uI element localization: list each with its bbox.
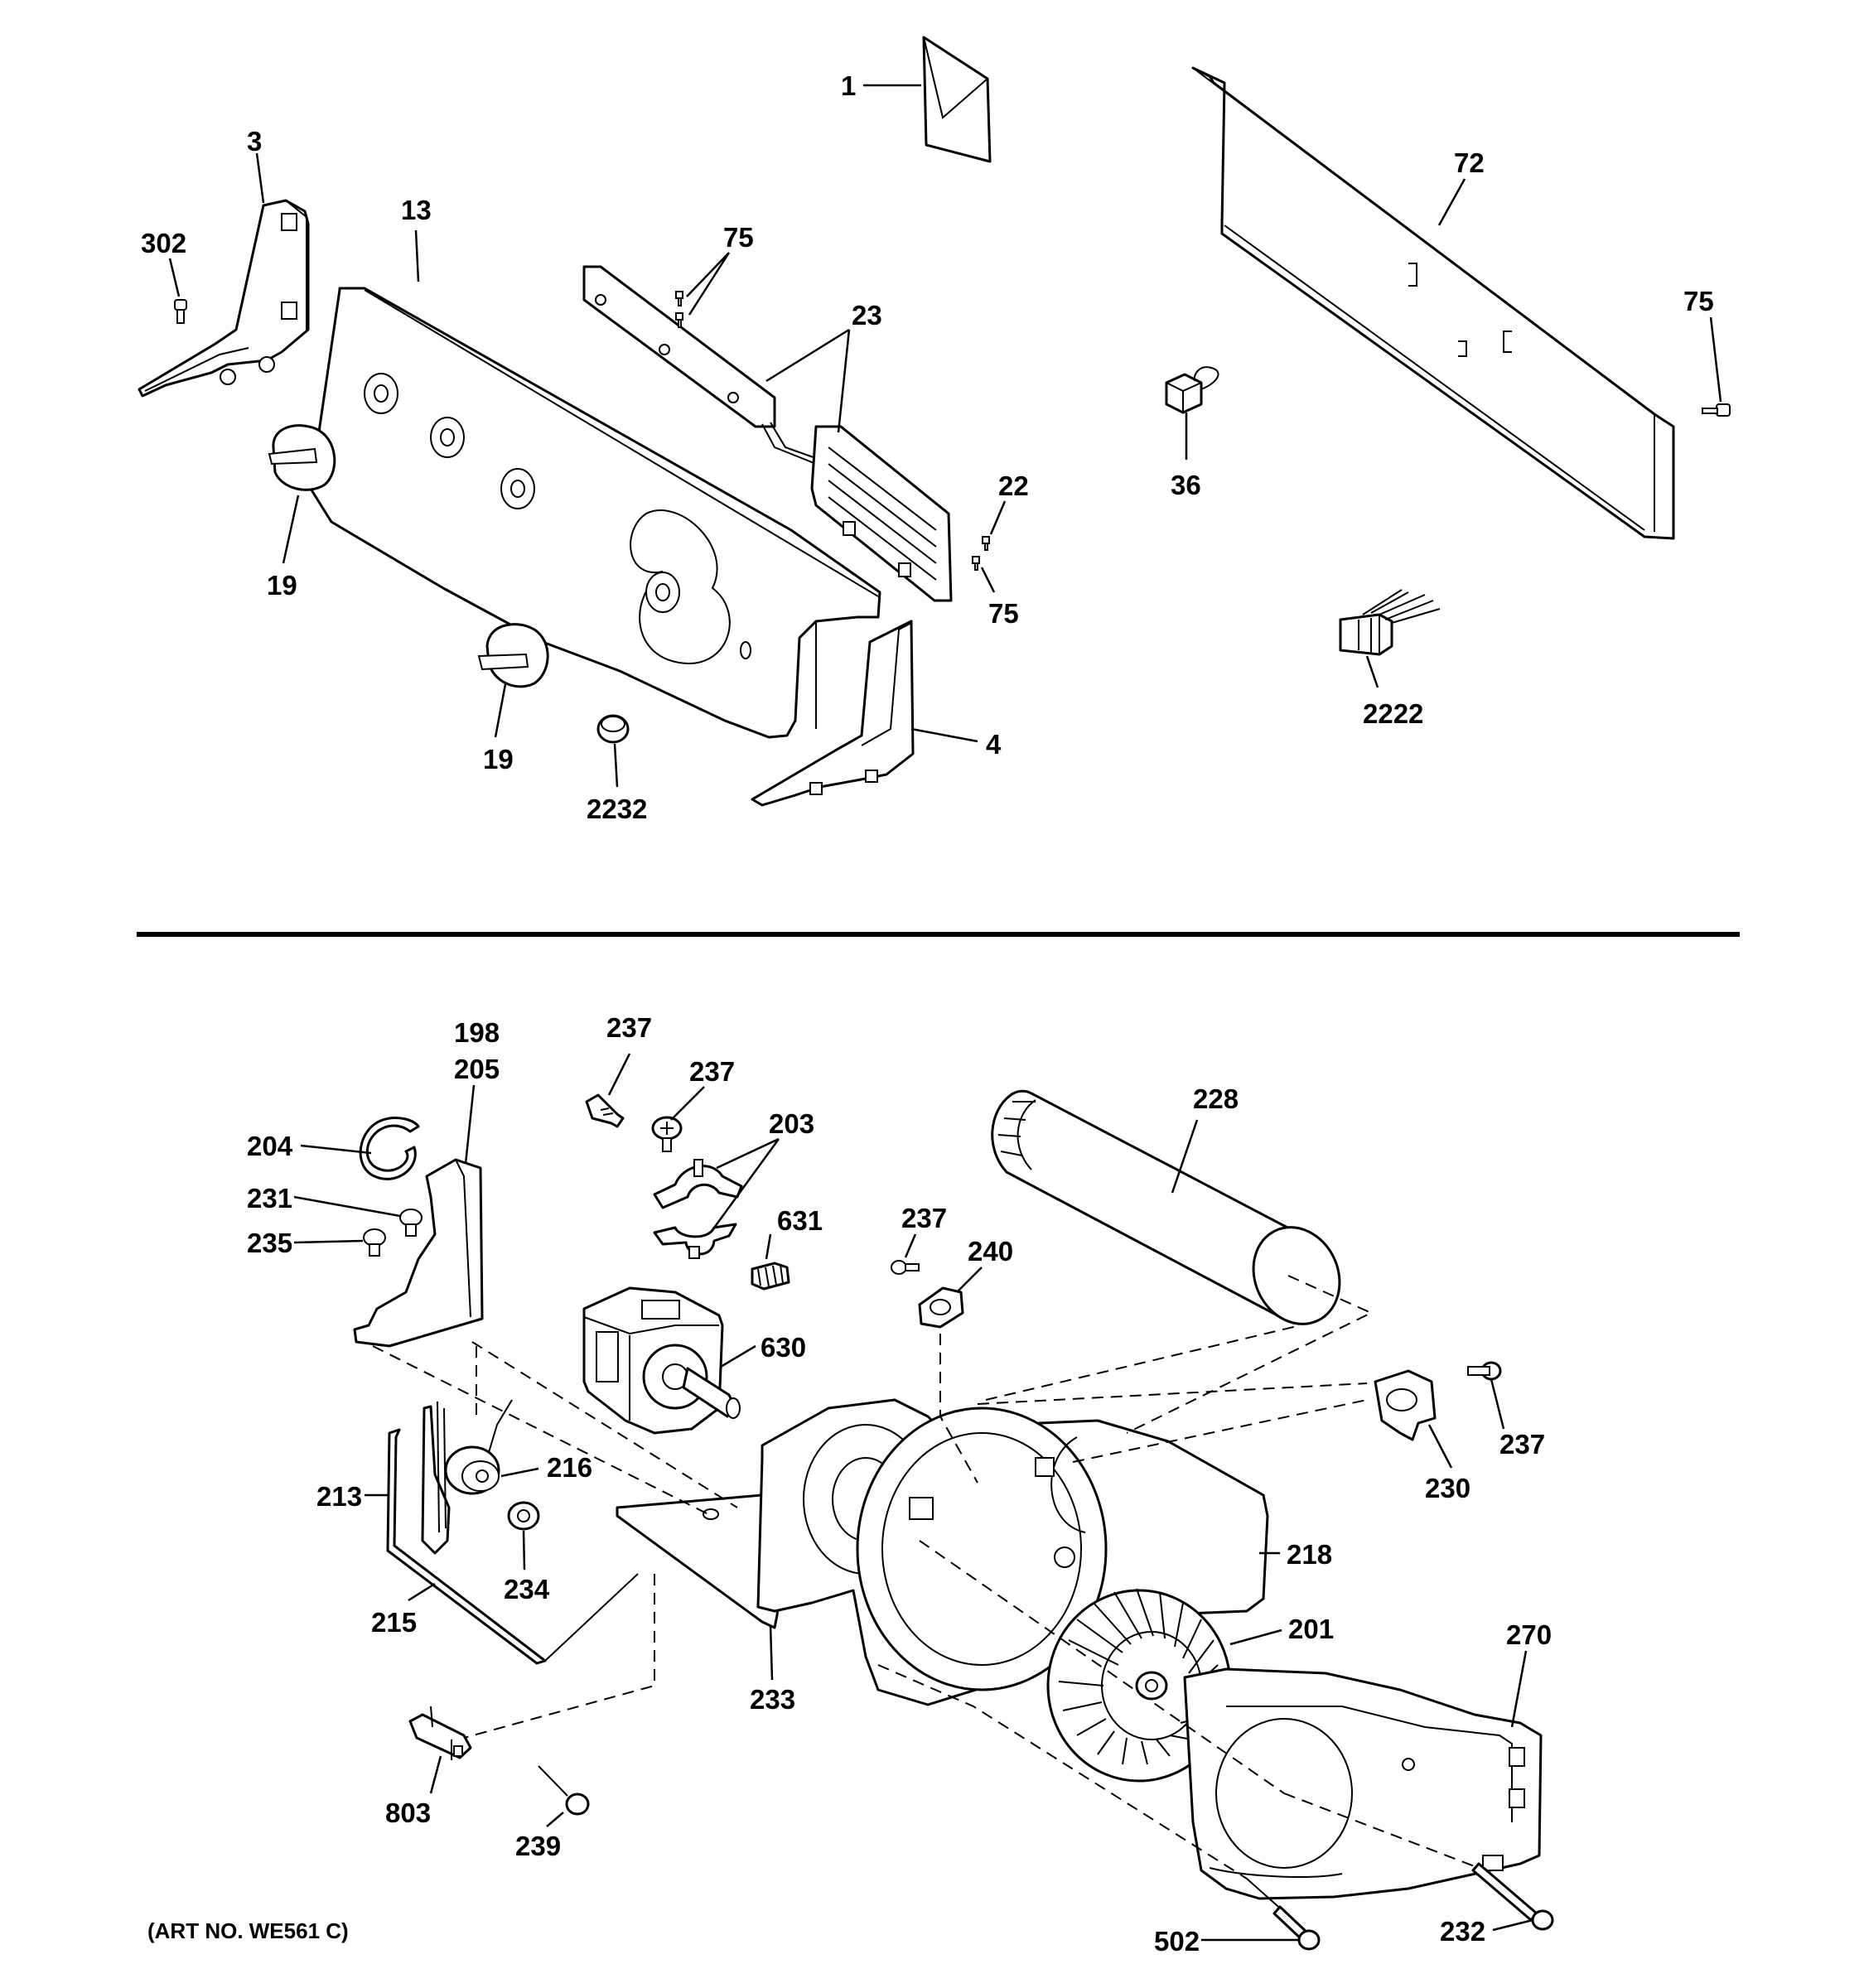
part-1-envelope bbox=[922, 36, 992, 163]
assembly-dashed-lines bbox=[372, 1275, 1480, 1879]
label-235: 235 bbox=[247, 1228, 292, 1258]
part-22-screw bbox=[982, 536, 990, 551]
part-3-left-endcap bbox=[138, 199, 310, 398]
label-19-upper: 19 bbox=[267, 570, 297, 601]
part-502-screw bbox=[1246, 1878, 1321, 1951]
label-13: 13 bbox=[401, 195, 432, 225]
part-13-control-panel bbox=[309, 287, 881, 739]
label-218: 218 bbox=[1287, 1539, 1332, 1570]
label-216: 216 bbox=[547, 1452, 592, 1483]
label-230: 230 bbox=[1425, 1473, 1470, 1503]
lower-callout-labels: 198 205 204 231 235 237 237 203 631 630 … bbox=[247, 1012, 1552, 1957]
part-75-screws-board bbox=[675, 291, 683, 328]
label-215: 215 bbox=[371, 1607, 417, 1638]
upper-leaders bbox=[168, 84, 1722, 788]
label-2222: 2222 bbox=[1363, 698, 1423, 729]
part-4-right-endcap bbox=[751, 620, 915, 807]
label-213: 213 bbox=[316, 1481, 362, 1512]
part-237-screw-a bbox=[585, 1093, 625, 1128]
part-302-screw bbox=[174, 299, 187, 324]
part-231-screw bbox=[399, 1209, 423, 1237]
label-1: 1 bbox=[841, 70, 856, 101]
part-240-thermostat bbox=[918, 1286, 964, 1329]
part-2232-button bbox=[596, 714, 630, 744]
label-502: 502 bbox=[1154, 1926, 1200, 1957]
label-75-upper: 75 bbox=[723, 222, 754, 253]
part-2222-harness-connector bbox=[1339, 589, 1441, 656]
part-215-idler-arm bbox=[386, 1428, 639, 1665]
part-75-screw-lower bbox=[972, 556, 980, 571]
part-239-screw bbox=[538, 1765, 590, 1816]
part-230-thermostat bbox=[1374, 1369, 1437, 1441]
part-72-rear-panel bbox=[1191, 66, 1675, 540]
label-237-c: 237 bbox=[901, 1203, 947, 1233]
label-240: 240 bbox=[968, 1236, 1013, 1267]
part-19-knob-lower bbox=[477, 623, 549, 688]
label-4: 4 bbox=[986, 729, 1002, 760]
label-2232: 2232 bbox=[587, 794, 647, 824]
part-234-idler-wheel bbox=[507, 1501, 540, 1531]
label-630: 630 bbox=[761, 1332, 806, 1363]
label-228: 228 bbox=[1193, 1083, 1239, 1114]
label-75-panel: 75 bbox=[1683, 286, 1714, 316]
label-205: 205 bbox=[454, 1054, 500, 1084]
label-270: 270 bbox=[1506, 1619, 1552, 1650]
label-232: 232 bbox=[1440, 1916, 1485, 1947]
part-235-screw bbox=[363, 1228, 386, 1257]
upper-callout-labels: 1 72 3 302 13 75 23 36 75 19 22 75 19 22… bbox=[141, 70, 1714, 824]
label-3: 3 bbox=[247, 126, 262, 157]
part-75-screw-panel bbox=[1702, 403, 1731, 417]
part-19-knob-upper bbox=[268, 424, 336, 491]
part-237-screw-c bbox=[891, 1260, 920, 1275]
part-630-motor bbox=[582, 1286, 741, 1435]
label-19-lower: 19 bbox=[483, 744, 514, 774]
part-228-duct bbox=[991, 1089, 1341, 1325]
label-204: 204 bbox=[247, 1131, 293, 1161]
part-23-control-boards bbox=[582, 265, 953, 602]
label-201: 201 bbox=[1288, 1614, 1334, 1644]
label-22: 22 bbox=[998, 470, 1029, 501]
lower-leaders bbox=[293, 1053, 1533, 1942]
part-204-clip bbox=[359, 1117, 420, 1180]
part-237-screw-d bbox=[1467, 1361, 1502, 1381]
label-237-d: 237 bbox=[1499, 1429, 1545, 1460]
art-number: (ART NO. WE561 C) bbox=[147, 1918, 349, 1943]
part-270-blower-cover bbox=[1183, 1667, 1543, 1900]
label-803: 803 bbox=[385, 1797, 431, 1828]
label-75-lower: 75 bbox=[988, 598, 1019, 629]
label-231: 231 bbox=[247, 1183, 292, 1214]
part-203-clamp-lower bbox=[653, 1223, 737, 1259]
label-237-a: 237 bbox=[606, 1012, 652, 1043]
label-237-b: 237 bbox=[689, 1056, 735, 1087]
part-631-connector bbox=[751, 1262, 790, 1291]
label-239: 239 bbox=[515, 1831, 561, 1861]
part-237-screw-b bbox=[651, 1116, 683, 1152]
label-203: 203 bbox=[769, 1108, 814, 1139]
label-234: 234 bbox=[504, 1574, 550, 1604]
part-216-idler-pulley bbox=[444, 1445, 500, 1495]
label-233: 233 bbox=[750, 1684, 795, 1715]
label-36: 36 bbox=[1171, 470, 1201, 500]
label-23: 23 bbox=[852, 300, 882, 331]
part-36-connector bbox=[1165, 366, 1219, 414]
label-72: 72 bbox=[1454, 147, 1485, 178]
part-203-clamp-upper bbox=[653, 1159, 743, 1209]
label-302: 302 bbox=[141, 228, 186, 258]
part-198-205-bracket bbox=[353, 1158, 484, 1348]
label-198: 198 bbox=[454, 1017, 500, 1048]
part-201-blower-wheel bbox=[1046, 1588, 1232, 1783]
label-631: 631 bbox=[777, 1205, 823, 1236]
part-803-switch bbox=[408, 1706, 472, 1760]
part-218-blower-housing bbox=[756, 1398, 1269, 1706]
